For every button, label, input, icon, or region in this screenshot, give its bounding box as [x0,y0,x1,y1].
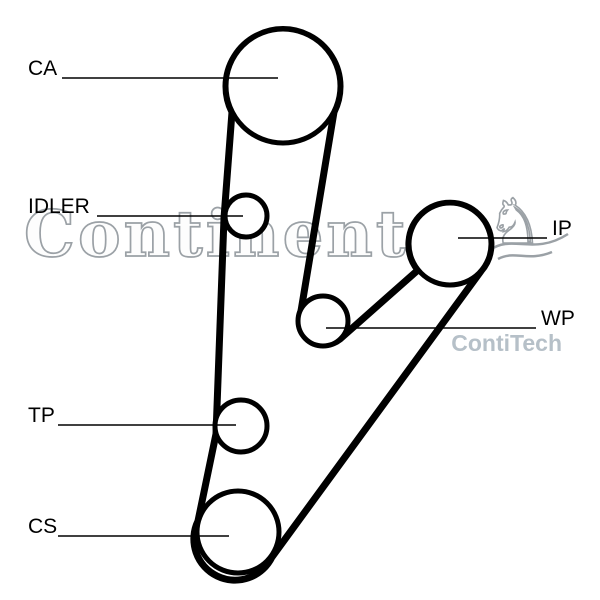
pulley-tp [212,397,270,455]
horse-flourish [489,232,569,252]
watermark-subbrand-text: ContiTech [451,330,562,356]
horse-flourish-secondary [497,250,553,261]
pulley-ca [223,26,343,146]
label-wp: WP [541,307,575,330]
pulley-wp [295,293,351,349]
label-idler: IDLER [28,195,90,218]
pulley-ip [406,200,494,288]
label-cs: CS [28,515,57,538]
label-tp: TP [28,404,55,427]
label-ip: IP [552,217,572,240]
watermark: Continental ♞ ContiTech [23,184,569,356]
label-ca: CA [28,57,57,80]
pulley-cs [194,488,282,576]
